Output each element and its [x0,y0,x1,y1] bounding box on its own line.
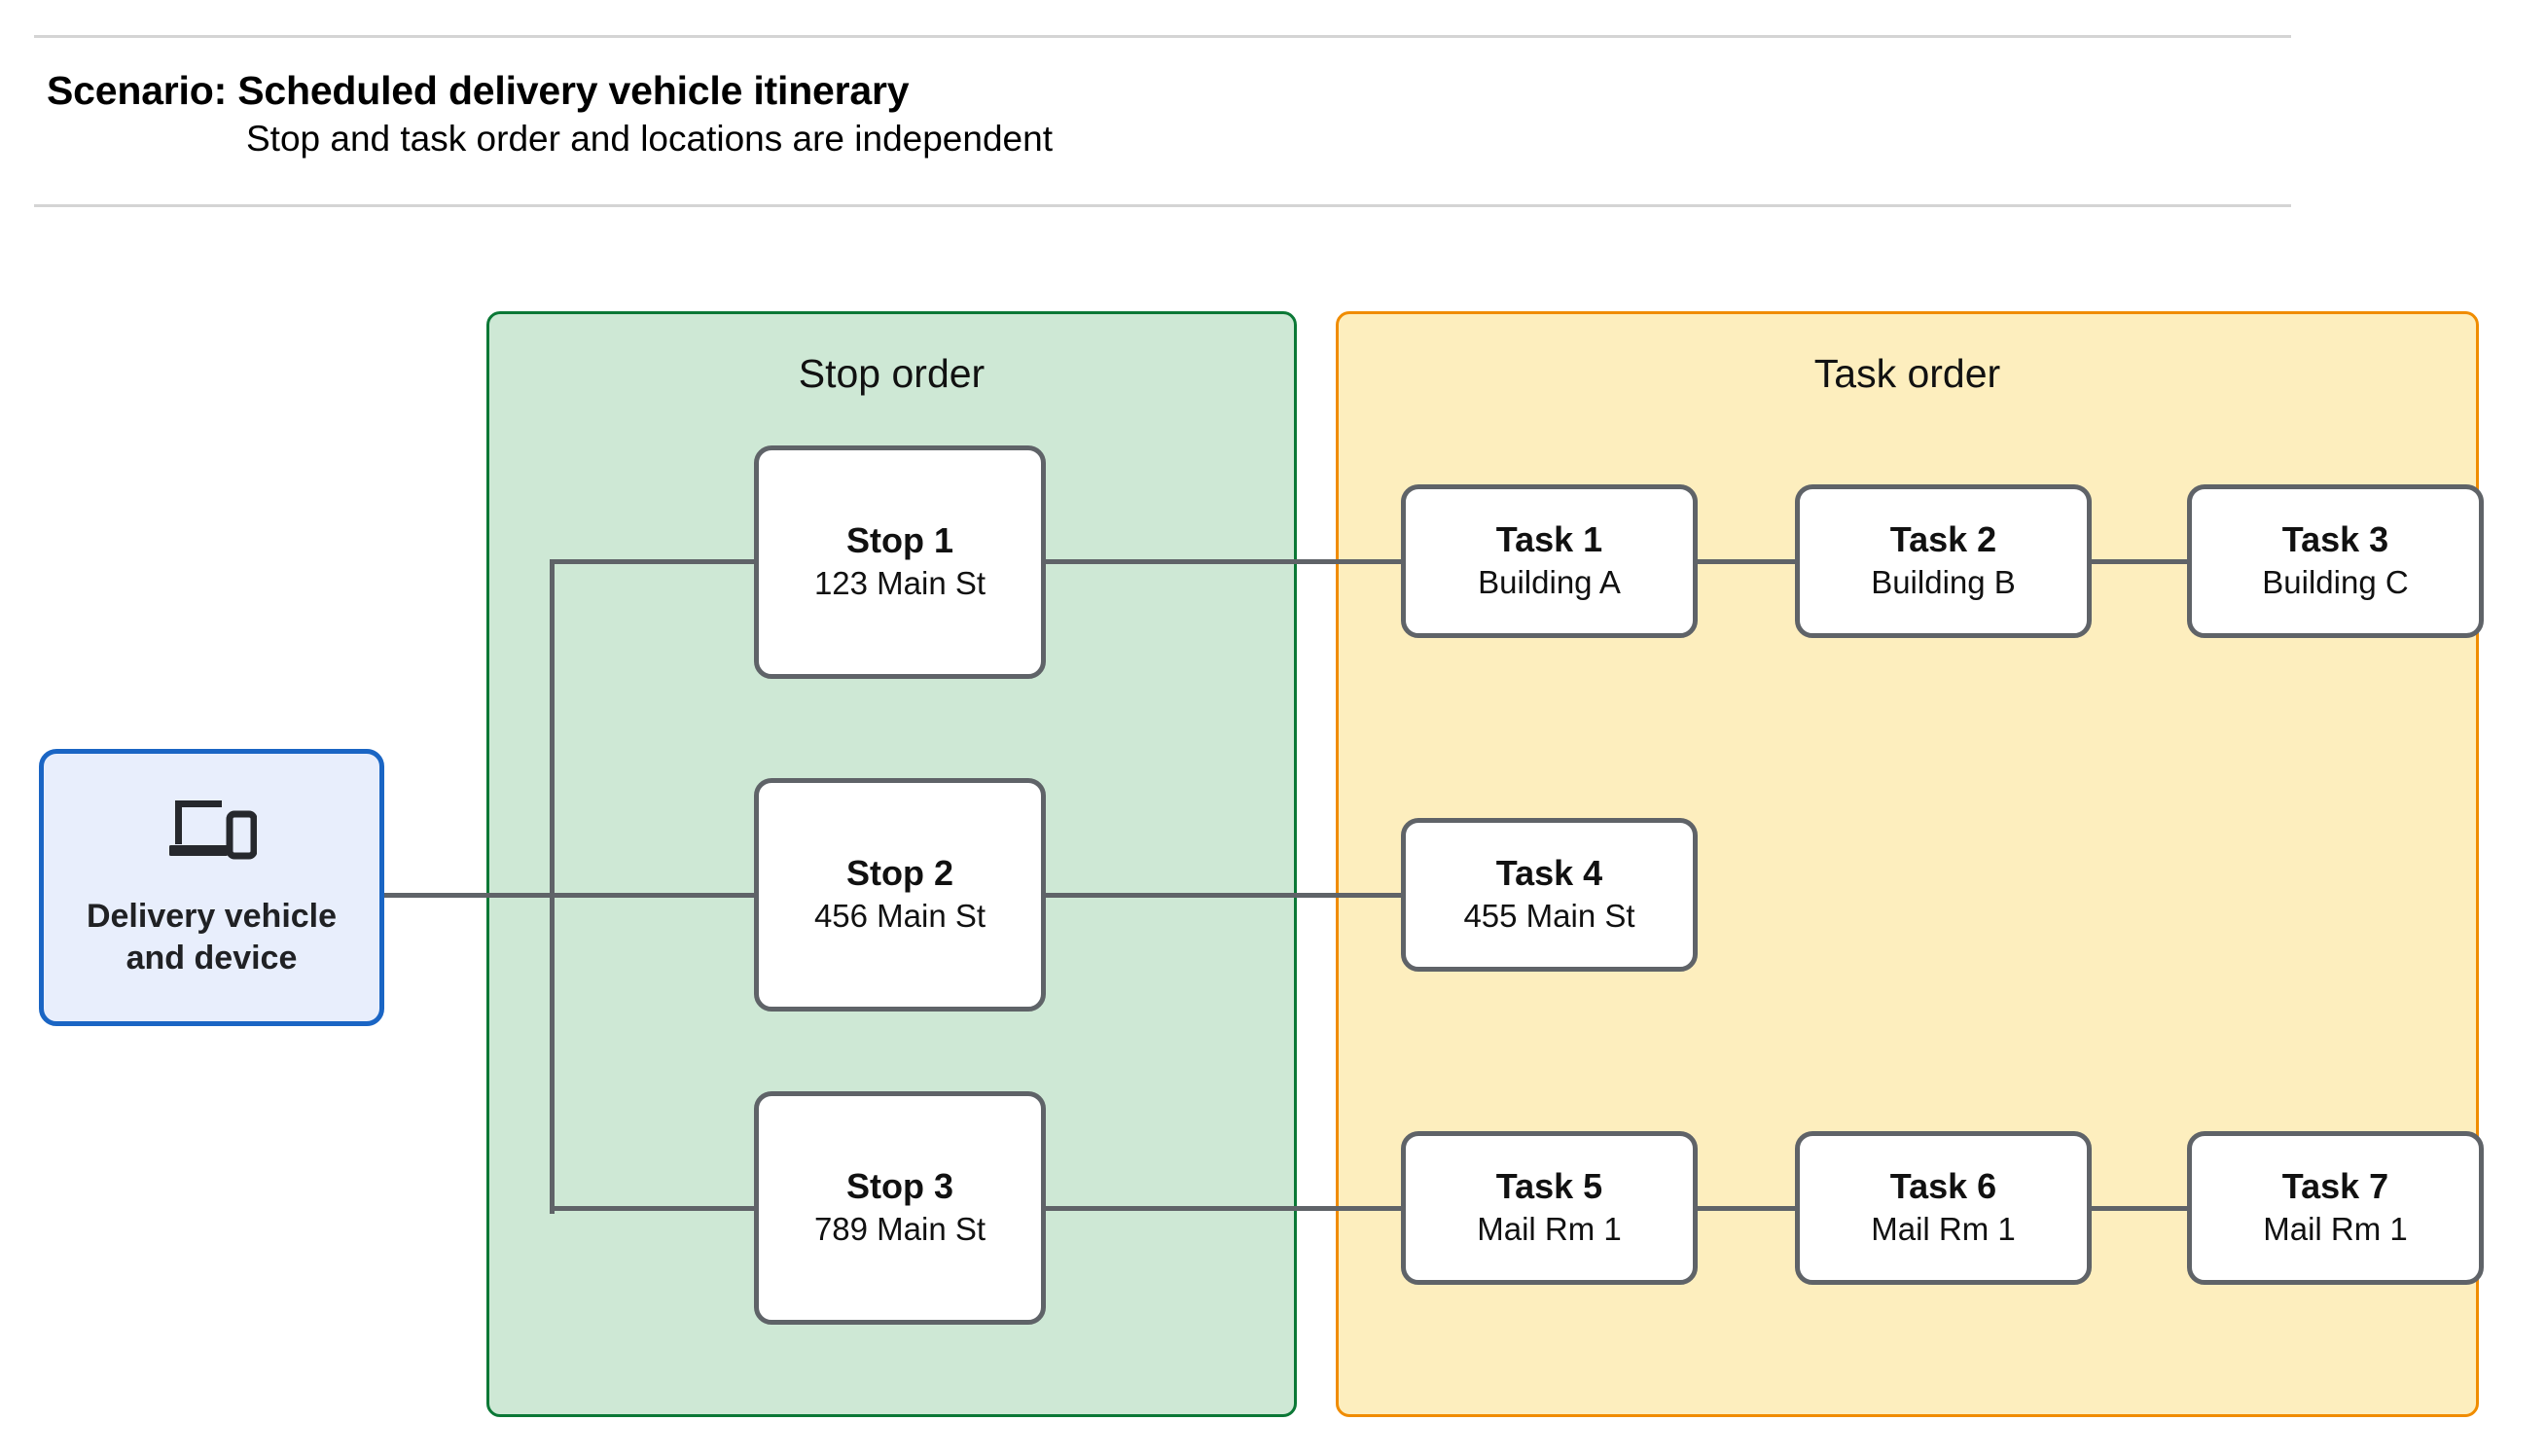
task-node-2[interactable]: Task 2 Building B [1795,484,2092,638]
page-subtitle: Stop and task order and locations are in… [246,119,1053,159]
connector-delivery-to-trunk [382,893,555,898]
stop-node-2[interactable]: Stop 2 456 Main St [754,778,1046,1012]
task-node-4[interactable]: Task 4 455 Main St [1401,818,1698,972]
page-title: Scenario: Scheduled delivery vehicle iti… [47,68,910,113]
header-divider-top [34,35,2291,38]
connector-trunk-to-stop-1 [550,559,759,564]
connector-task-6-to-task-7 [2089,1206,2191,1211]
delivery-vehicle-node[interactable]: Delivery vehicle and device [39,749,384,1026]
task-node-7[interactable]: Task 7 Mail Rm 1 [2187,1131,2484,1285]
task-node-title: Task 6 [1889,1166,1997,1207]
task-order-group-title: Task order [1813,351,2001,396]
header-divider-bottom [34,204,2291,207]
connector-stop-3-to-task-5 [1041,1206,1406,1211]
task-node-location: Building B [1871,563,2016,600]
connector-task-1-to-task-2 [1695,559,1799,564]
task-node-location: Building C [2262,563,2409,600]
connector-task-2-to-task-3 [2089,559,2191,564]
connector-trunk-to-stop-2 [550,893,759,898]
task-node-title: Task 3 [2281,519,2389,560]
task-node-location: 455 Main St [1463,897,1635,934]
connector-stop-2-to-task-4 [1041,893,1406,898]
task-node-title: Task 5 [1495,1166,1603,1207]
connector-stop-1-to-task-1 [1041,559,1406,564]
task-node-location: Mail Rm 1 [1477,1210,1622,1247]
task-node-location: Mail Rm 1 [2263,1210,2408,1247]
task-node-1[interactable]: Task 1 Building A [1401,484,1698,638]
connector-task-5-to-task-6 [1695,1206,1799,1211]
delivery-vehicle-label: Delivery vehicle and device [86,898,338,977]
task-node-title: Task 7 [2281,1166,2389,1207]
task-node-3[interactable]: Task 3 Building C [2187,484,2484,638]
stop-node-title: Stop 2 [845,853,953,894]
task-node-6[interactable]: Task 6 Mail Rm 1 [1795,1131,2092,1285]
task-node-5[interactable]: Task 5 Mail Rm 1 [1401,1131,1698,1285]
task-node-title: Task 1 [1495,519,1603,560]
stop-node-address: 456 Main St [813,897,986,934]
stop-order-group-title: Stop order [798,351,986,396]
connector-stop-trunk [550,561,555,1214]
stop-node-title: Stop 1 [845,520,953,561]
task-node-title: Task 4 [1495,853,1603,894]
stop-node-address: 789 Main St [813,1210,986,1247]
task-node-location: Mail Rm 1 [1871,1210,2016,1247]
stop-node-1[interactable]: Stop 1 123 Main St [754,445,1046,679]
devices-icon [168,800,257,860]
stop-node-3[interactable]: Stop 3 789 Main St [754,1091,1046,1325]
stop-node-title: Stop 3 [845,1166,953,1207]
task-node-location: Building A [1478,563,1621,600]
connector-trunk-to-stop-3 [550,1206,759,1211]
stop-node-address: 123 Main St [813,564,986,601]
task-node-title: Task 2 [1889,519,1997,560]
